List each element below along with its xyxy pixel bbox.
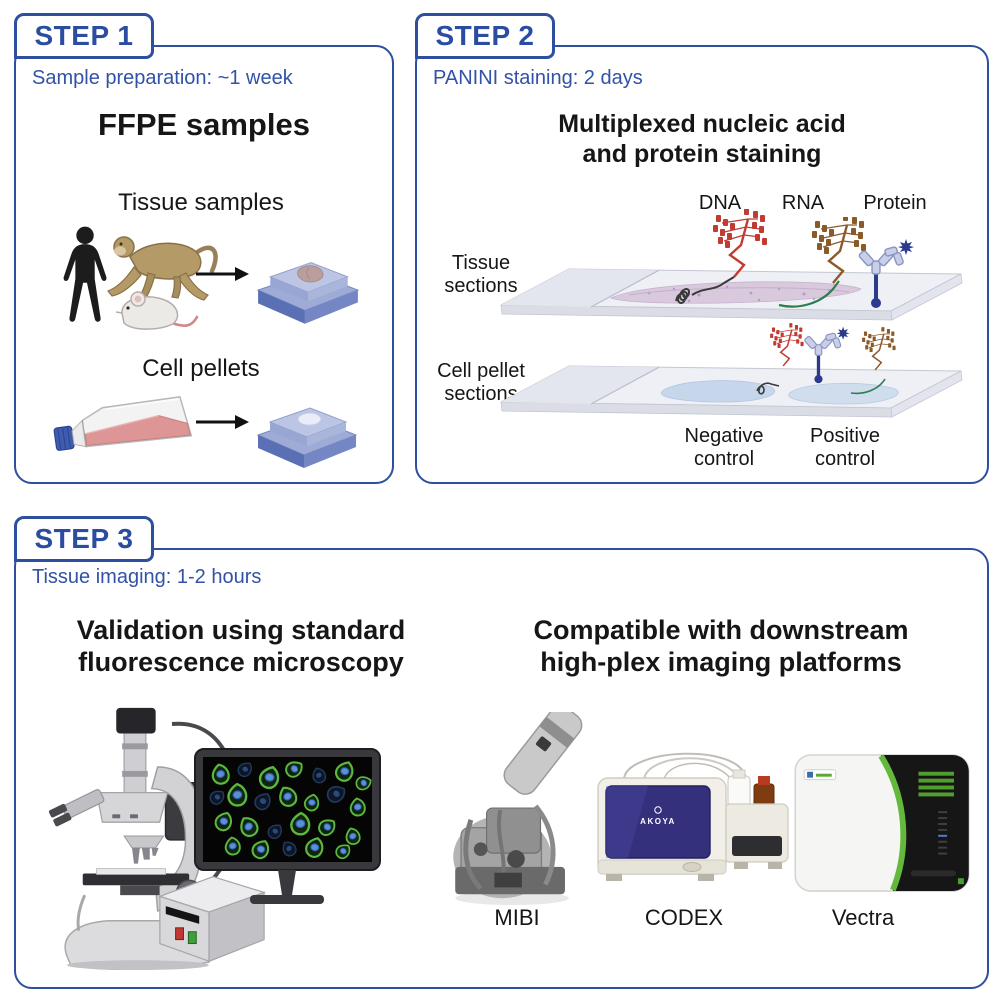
vectra-instrument-image	[794, 754, 970, 892]
step3-right-title: Compatible with downstream high-plex ima…	[533, 615, 909, 678]
negative-control-label: Negative control	[684, 425, 764, 470]
step1-panel: STEP 1 Sample preparation: ~1 week FFPE …	[13, 13, 394, 484]
step2-tab-label: STEP 2	[435, 20, 535, 51]
step3-subtitle: Tissue imaging: 1-2 hours	[32, 566, 262, 588]
protein-label: Protein	[863, 192, 927, 214]
step1-subtitle: Sample preparation: ~1 week	[32, 67, 293, 89]
cell-pellet-slide	[500, 365, 963, 418]
step2-tab: STEP 2	[414, 13, 556, 59]
arrow-right-icon	[196, 415, 249, 429]
pellet-cassette-icon	[257, 407, 357, 469]
step3-left-title: Validation using standard fluorescence m…	[76, 615, 406, 678]
step2-subtitle: PANINI staining: 2 days	[433, 67, 643, 89]
culture-flask-icon	[53, 396, 193, 451]
antibody-icon	[857, 238, 915, 309]
cell-pellets-label: Cell pellets	[142, 355, 260, 382]
codex-instrument-image: AKOYA	[597, 752, 789, 881]
dna-label: DNA	[698, 192, 742, 214]
control-box-icon	[157, 876, 267, 963]
step2-title: Multiplexed nucleic acid and protein sta…	[558, 110, 846, 168]
step3-tab: STEP 3	[13, 516, 155, 562]
tissue-sections-label: Tissue sections	[444, 252, 518, 297]
mibi-instrument-image	[453, 712, 583, 906]
vectra-label: Vectra	[831, 905, 895, 930]
rna-probe-icon	[778, 217, 868, 308]
positive-control-probes	[756, 323, 897, 395]
positive-control-label: Positive control	[809, 425, 881, 470]
step1-tab: STEP 1	[13, 13, 155, 59]
step2-panel: STEP 2 PANINI staining: 2 days Multiplex…	[414, 13, 989, 484]
step1-tab-label: STEP 1	[34, 20, 134, 51]
arrow-right-icon	[196, 267, 249, 281]
mibi-label: MIBI	[494, 905, 540, 930]
dna-probe-icon	[675, 209, 769, 304]
cell-pellet-sections-label: Cell pellet sections	[437, 360, 525, 405]
step1-title: FFPE samples	[98, 107, 310, 142]
human-silhouette-icon	[63, 226, 107, 322]
tissue-samples-label: Tissue samples	[118, 189, 284, 216]
monkey-icon	[107, 236, 218, 301]
rna-label: RNA	[781, 192, 825, 214]
step3-tab-label: STEP 3	[34, 523, 134, 554]
tissue-cassette-icon	[257, 262, 359, 325]
tissue-slide	[500, 268, 963, 321]
codex-brand-label: AKOYA	[640, 817, 676, 826]
step3-panel: STEP 3 Tissue imaging: 1-2 hours Validat…	[13, 516, 989, 989]
mouse-icon	[115, 291, 199, 330]
codex-label: CODEX	[644, 905, 724, 930]
monitor-icon	[194, 748, 381, 904]
